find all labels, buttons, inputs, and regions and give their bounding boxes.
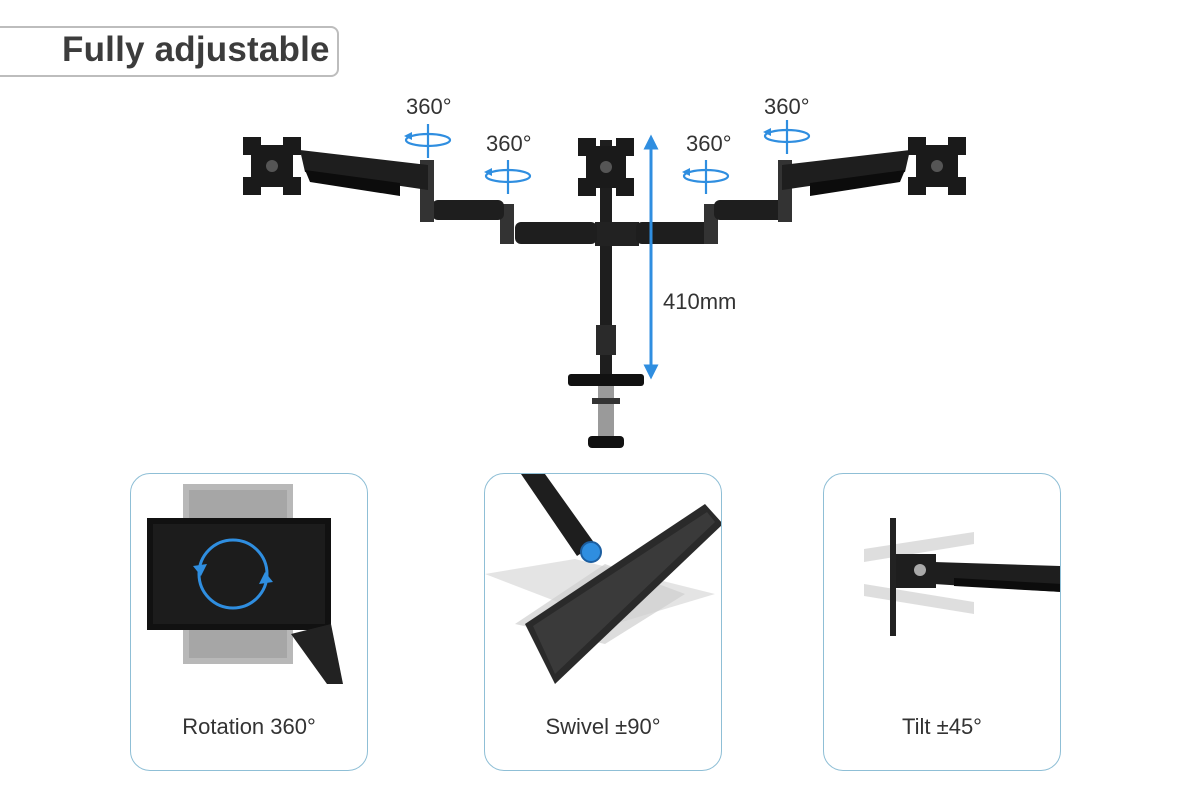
swivel-illustration — [485, 474, 721, 684]
title-box — [0, 26, 339, 77]
page-title: Fully adjustable — [62, 30, 330, 69]
feature-card-tilt: Tilt ±45° — [823, 473, 1061, 771]
rotation-label-4: 360° — [764, 94, 810, 119]
rotation-illustration — [147, 484, 343, 684]
feature-card-swivel: Swivel ±90° — [484, 473, 722, 771]
height-label: 410mm — [663, 289, 737, 314]
rotation-label-2: 360° — [486, 131, 532, 156]
feature-label-rotation: Rotation 360° — [182, 714, 316, 739]
triple-monitor-arm-illustration — [243, 120, 966, 448]
feature-label-swivel: Swivel ±90° — [545, 714, 661, 739]
feature-label-tilt: Tilt ±45° — [902, 714, 982, 739]
rotation-label-3: 360° — [686, 131, 732, 156]
rotation-label-1: 360° — [406, 94, 452, 119]
feature-card-rotation: Rotation 360° — [130, 473, 368, 771]
tilt-illustration — [864, 518, 1060, 636]
